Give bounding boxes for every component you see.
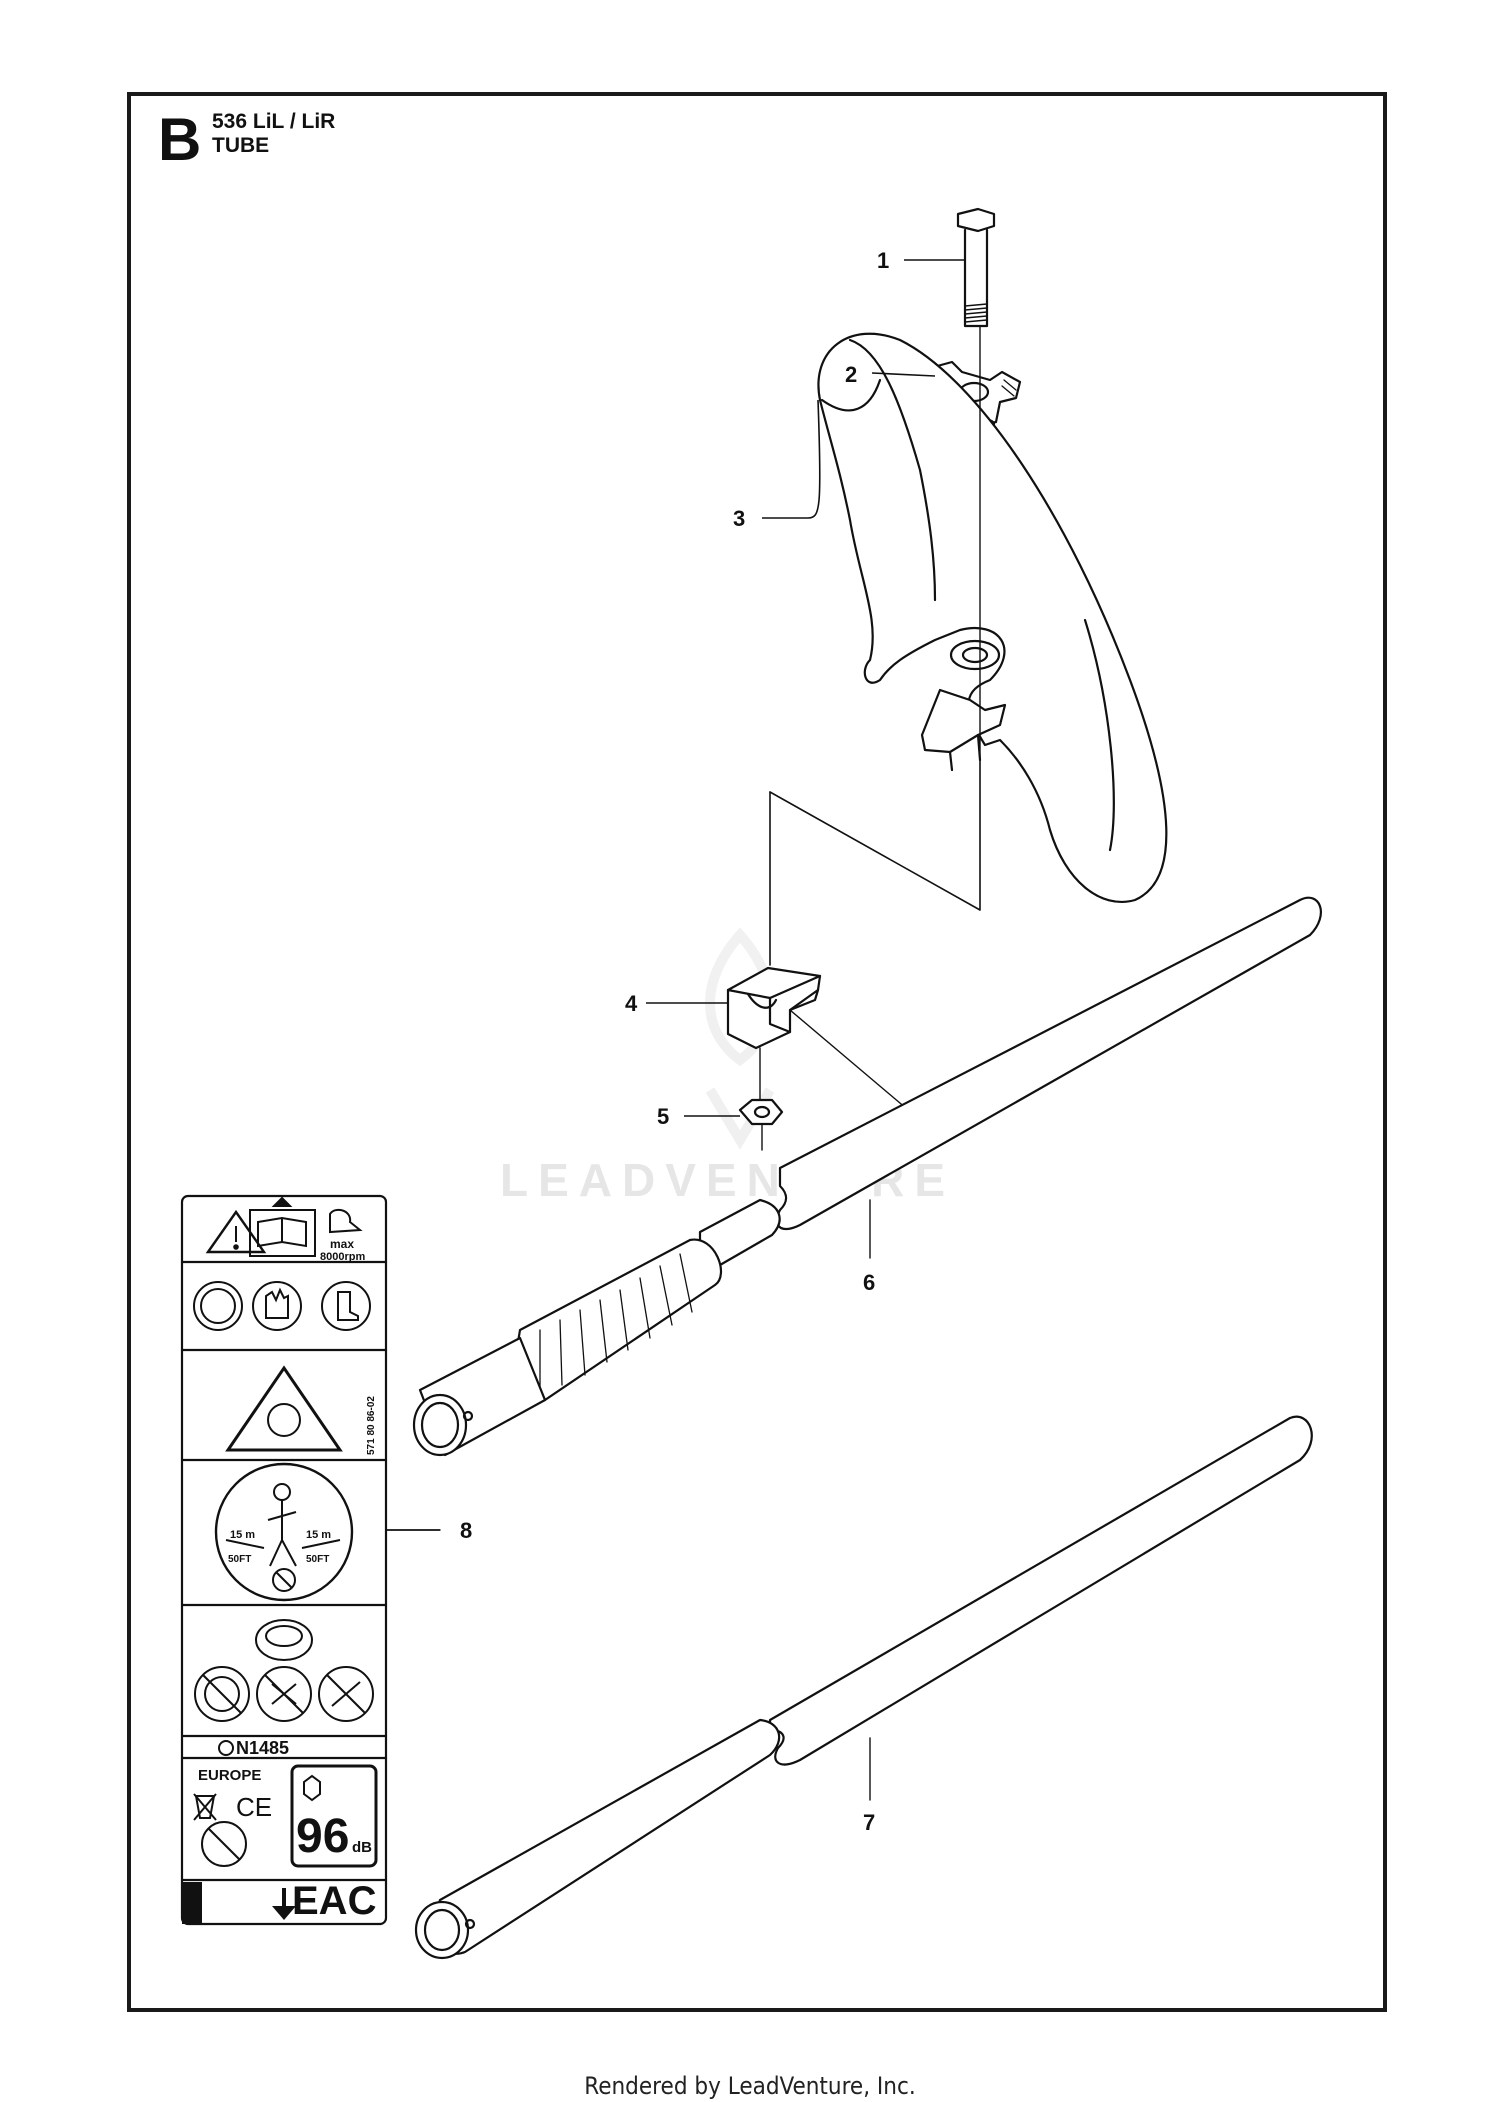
- callout-3: 3: [733, 506, 745, 531]
- upper-tube-part-6: [412, 896, 1322, 1457]
- nut-part-5: [738, 1098, 784, 1151]
- label-eac-mark: EAC: [292, 1879, 376, 1923]
- section-title: TUBE: [212, 134, 270, 157]
- label-region: EUROPE: [198, 1767, 261, 1784]
- loop-handle-part-3: [817, 332, 1168, 903]
- callout-numbers: 1 2 3 4 5 6 7 8: [460, 248, 889, 1835]
- clamp-part-4: [726, 966, 921, 1121]
- label-distance-left-ft: 50FT: [228, 1554, 251, 1565]
- model-name: 536 LiL / LiR: [212, 110, 336, 133]
- label-part-code: 571 80 86-02: [366, 1396, 377, 1455]
- label-distance-right-ft: 50FT: [306, 1554, 329, 1565]
- callout-7: 7: [863, 1810, 875, 1835]
- label-noise-unit: dB: [352, 1839, 372, 1856]
- lower-tube-part-7: [414, 1415, 1313, 1960]
- bolt-part-1: [956, 207, 996, 328]
- callout-8: 8: [460, 1518, 472, 1543]
- callout-1: 1: [877, 248, 889, 273]
- callout-2: 2: [845, 362, 857, 387]
- section-letter: B: [158, 106, 202, 173]
- label-ce-mark: CE: [236, 1792, 272, 1822]
- label-distance-left-m: 15 m: [230, 1529, 255, 1541]
- label-max: max: [330, 1237, 354, 1251]
- label-rpm: 8000rpm: [320, 1251, 365, 1263]
- label-distance-right-m: 15 m: [306, 1529, 331, 1541]
- model-title: 536 LiL / LiR TUBE: [212, 110, 335, 158]
- callout-6: 6: [863, 1270, 875, 1295]
- label-certificate: N1485: [236, 1738, 289, 1758]
- footer-credit: Rendered by LeadVenture, Inc.: [584, 2072, 916, 2100]
- diagram-frame: [127, 92, 1387, 2012]
- label-noise-value: 96: [296, 1810, 349, 1863]
- callout-5: 5: [657, 1104, 669, 1129]
- warning-label-part-8: [180, 1194, 441, 1926]
- label-icons: max 8000rpm 571 80 86-02 15 m 50FT 15 m …: [182, 1196, 378, 1924]
- callout-4: 4: [625, 991, 638, 1016]
